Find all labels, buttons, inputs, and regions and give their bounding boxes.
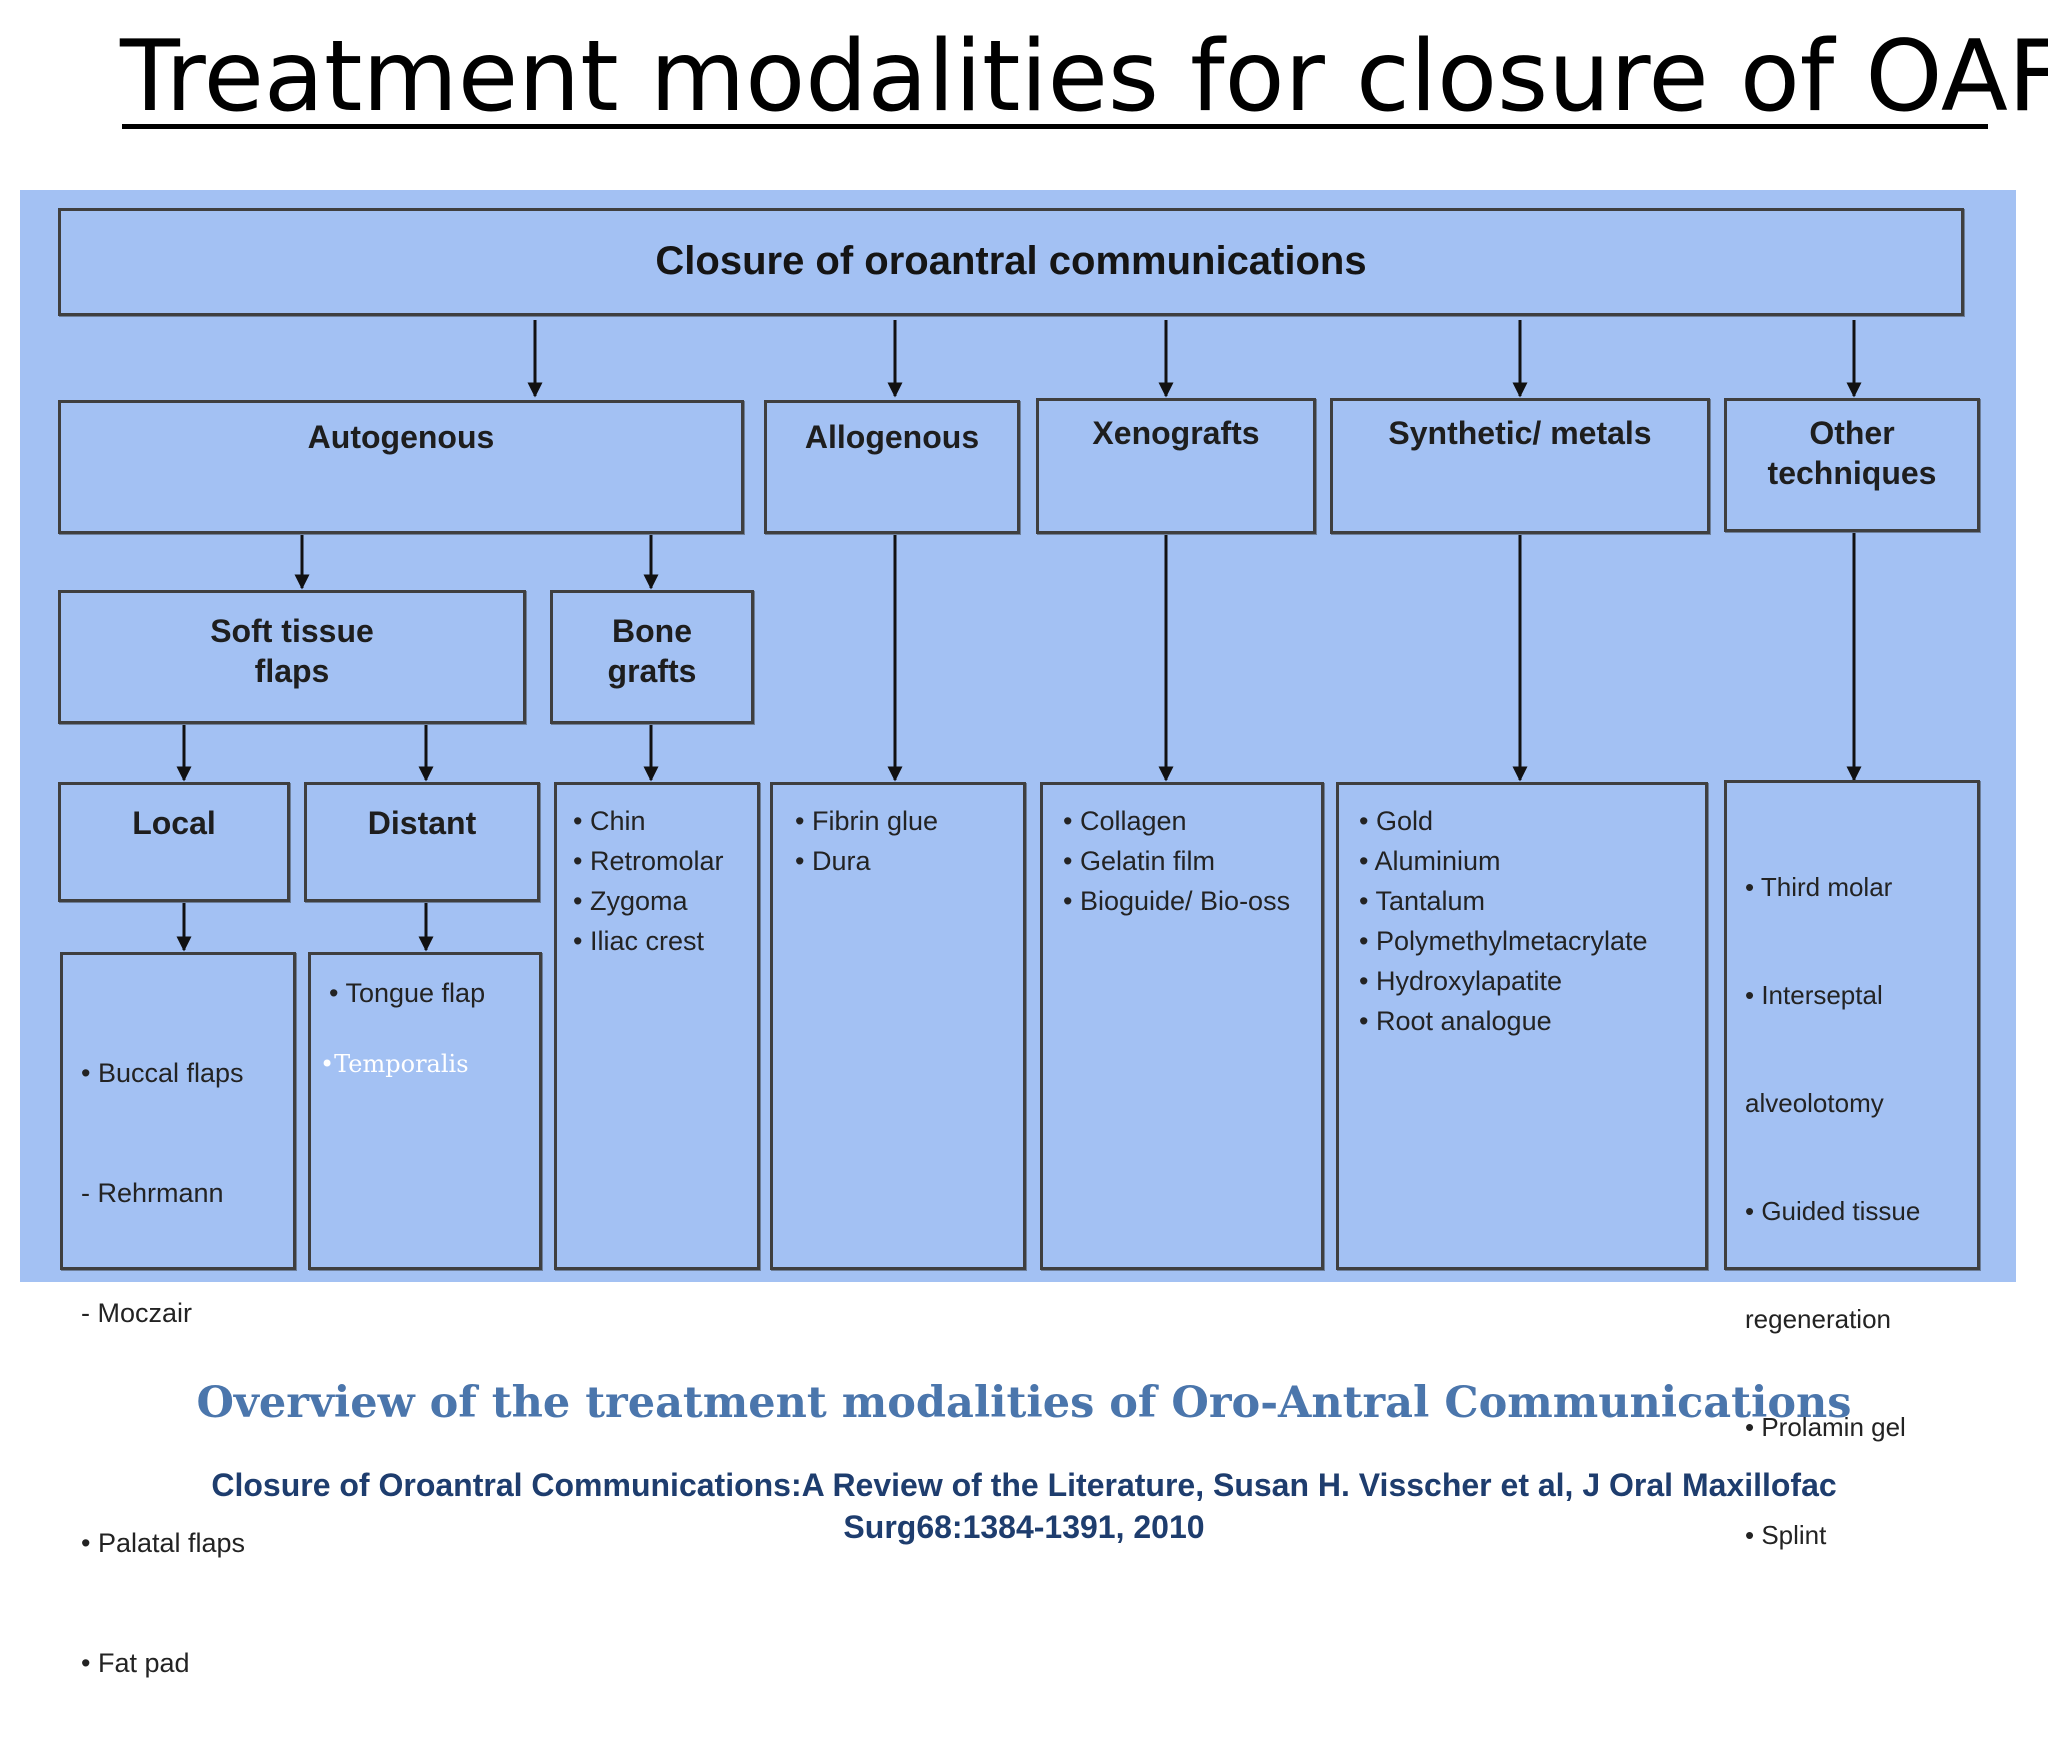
reference-line-1: Closure of Oroantral Communications:A Re… (211, 1467, 1837, 1503)
connector-arrows (176, 320, 1862, 952)
category-label: Allogenous (804, 419, 980, 455)
list-item: • Tantalum (1359, 886, 1486, 916)
list-item: • Interseptal (1745, 980, 1883, 1010)
list-item: • Polymethylmetacrylate (1359, 926, 1648, 956)
list-item: • Gold (1359, 806, 1433, 836)
slide-title: Treatment modalities for closure of OAF (120, 20, 2048, 134)
list-item: • Third molar (1745, 872, 1893, 902)
category-label: Autogenous (307, 419, 495, 455)
subcategory-distant: Distant (304, 782, 540, 902)
subcategory-local: Local (58, 782, 290, 902)
list-item: • Tongue flap (329, 978, 486, 1008)
list-item: • Bioguide/ Bio-oss (1063, 886, 1291, 916)
subcategory-label-line-2: grafts (607, 653, 697, 689)
list-item: • Prolamin gel (1745, 1412, 1906, 1442)
list-item: • Fat pad (81, 1648, 190, 1678)
category-autogenous: Autogenous (58, 400, 744, 534)
list-item: • Aluminium (1359, 846, 1501, 876)
list-items: • Gold • Aluminium • Tantalum • Polymeth… (1359, 801, 1705, 1041)
subcategory-label-line-1: Bone (612, 613, 692, 649)
list-local-flaps: • Buccal flaps - Rehrmann - Moczair • Pa… (60, 952, 296, 1678)
list-item: • Buccal flaps (81, 1058, 244, 1088)
root-box: Closure of oroantral communications (58, 208, 1964, 316)
diagram-panel: Closure of oroantral communications Auto… (20, 190, 2016, 1678)
category-allogenous: Allogenous (764, 400, 1020, 534)
list-items: • Buccal flaps - Rehrmann - Moczair • Pa… (81, 973, 293, 1763)
reference-line-2: Surg68:1384-1391, 2010 (843, 1509, 1205, 1545)
literature-reference: Closure of Oroantral Communications:A Re… (124, 1464, 1924, 1548)
category-label-line-1: Other (1809, 415, 1895, 451)
list-item: • Guided tissue (1745, 1196, 1921, 1226)
list-item: • Collagen (1063, 806, 1187, 836)
category-other-techniques: Other techniques (1724, 398, 1980, 532)
list-item: - Rehrmann (81, 1178, 224, 1208)
subcategory-label-line-1: Soft tissue (210, 613, 374, 649)
list-items: • Fibrin glue • Dura (795, 801, 1023, 881)
subcategory-label-line-2: flaps (254, 653, 330, 689)
category-label-line-2: techniques (1767, 455, 1937, 491)
list-bone-grafts: • Chin • Retromolar • Zygoma • Iliac cre… (554, 782, 760, 1270)
title-underline (122, 124, 1988, 129)
list-item: - Moczair (81, 1298, 193, 1328)
subcategory-label: Local (132, 805, 216, 841)
list-other-techniques: • Third molar • Interseptal alveolotomy … (1724, 780, 1980, 1550)
list-item: • Gelatin film (1063, 846, 1215, 876)
list-xenografts: • Collagen • Gelatin film • Bioguide/ Bi… (1040, 782, 1324, 1270)
list-item: • Retromolar (573, 846, 724, 876)
list-item: • Dura (795, 846, 871, 876)
list-items: • Chin • Retromolar • Zygoma • Iliac cre… (573, 801, 757, 961)
list-item: • Root analogue (1359, 1006, 1552, 1036)
list-distant-flaps: • Tongue flap (308, 952, 542, 1270)
subcategory-bone-grafts: Bone grafts (550, 590, 754, 724)
list-items: • Tongue flap (329, 973, 539, 1013)
category-xenografts: Xenografts (1036, 398, 1316, 534)
list-item: • Hydroxylapatite (1359, 966, 1563, 996)
list-item: • Chin (573, 806, 646, 836)
root-label: Closure of oroantral communications (655, 239, 1367, 283)
list-items: • Collagen • Gelatin film • Bioguide/ Bi… (1063, 801, 1321, 921)
list-item: • Zygoma (573, 886, 688, 916)
category-label: Synthetic/ metals (1388, 415, 1652, 451)
category-synthetic-metals: Synthetic/ metals (1330, 398, 1710, 534)
subcategory-soft-tissue-flaps: Soft tissue flaps (58, 590, 526, 724)
temporalis-note: •Temporalis (320, 1050, 469, 1078)
list-item: • Iliac crest (573, 926, 704, 956)
list-item: alveolotomy (1745, 1088, 1884, 1118)
list-item: • Fibrin glue (795, 806, 939, 836)
category-label: Xenografts (1092, 415, 1260, 451)
list-allogenous: • Fibrin glue • Dura (770, 782, 1026, 1270)
diagram-caption: Overview of the treatment modalities of … (196, 1378, 1852, 1428)
subcategory-label: Distant (367, 805, 477, 841)
list-item: regeneration (1745, 1304, 1891, 1334)
list-synthetic-metals: • Gold • Aluminium • Tantalum • Polymeth… (1336, 782, 1708, 1270)
